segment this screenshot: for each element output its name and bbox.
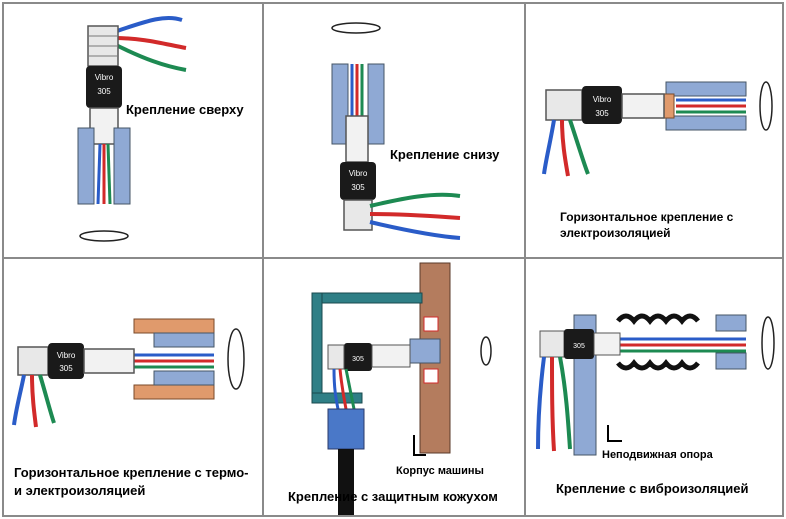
caption-top-mount: Крепление сверху (126, 102, 244, 117)
sensor-model-2: 305 (351, 183, 365, 192)
sensor-model-5: 305 (352, 356, 364, 363)
caption-thermal-isolation-line2: и электроизоляцией (14, 483, 146, 498)
caption-horizontal-isolation-line1: Горизонтальное крепление с (560, 210, 734, 224)
top-mount-illustration: Vibro 305 (77, 15, 187, 242)
panel-horizontal-electrical-isolation: Vibro 305 Горизонтальное крепление с эле… (524, 2, 784, 259)
sensor-brand-3: Vibro (593, 95, 612, 104)
thermal-isolation-illustration: Vibro 305 (12, 318, 245, 428)
panel-top-mount: Vibro 305 Крепление сверху (2, 2, 264, 259)
panel-protective-cover: 305 Корпус машины Крепление с защитным к… (262, 257, 526, 517)
vibration-isolation-illustration: 305 (536, 313, 775, 456)
label-fixed-support: Неподвижная опора (602, 449, 713, 461)
protective-cover-illustration: 305 (311, 262, 492, 515)
sensor-model-6: 305 (573, 343, 585, 350)
caption-bottom-mount: Крепление снизу (390, 147, 500, 162)
caption-horizontal-isolation-line2: электроизоляцией (560, 226, 671, 240)
sensor-model-3: 305 (595, 109, 609, 118)
caption-thermal-isolation-line1: Горизонтальное крепление с термо- (14, 465, 249, 480)
bottom-mount-illustration: Vibro 305 (331, 22, 461, 240)
sensor-brand-2: Vibro (349, 169, 368, 178)
sensor-model: 305 (97, 87, 111, 96)
caption-protective-cover: Крепление с защитным кожухом (288, 489, 498, 504)
sensor-model-4: 305 (59, 364, 73, 373)
horizontal-isolation-illustration: Vibro 305 (542, 81, 773, 177)
panel-vibration-isolation: 305 Неподвижная опора Крепление с виброи… (524, 257, 784, 517)
panel-bottom-mount: Vibro 305 Крепление снизу (262, 2, 526, 259)
caption-vibration-isolation: Крепление с виброизоляцией (556, 481, 749, 496)
label-machine-body: Корпус машины (396, 465, 484, 477)
panel-horizontal-thermal-isolation: Vibro 305 Горизонтальное крепление с тер… (2, 257, 264, 517)
sensor-brand-4: Vibro (57, 351, 76, 360)
sensor-brand: Vibro (95, 73, 114, 82)
